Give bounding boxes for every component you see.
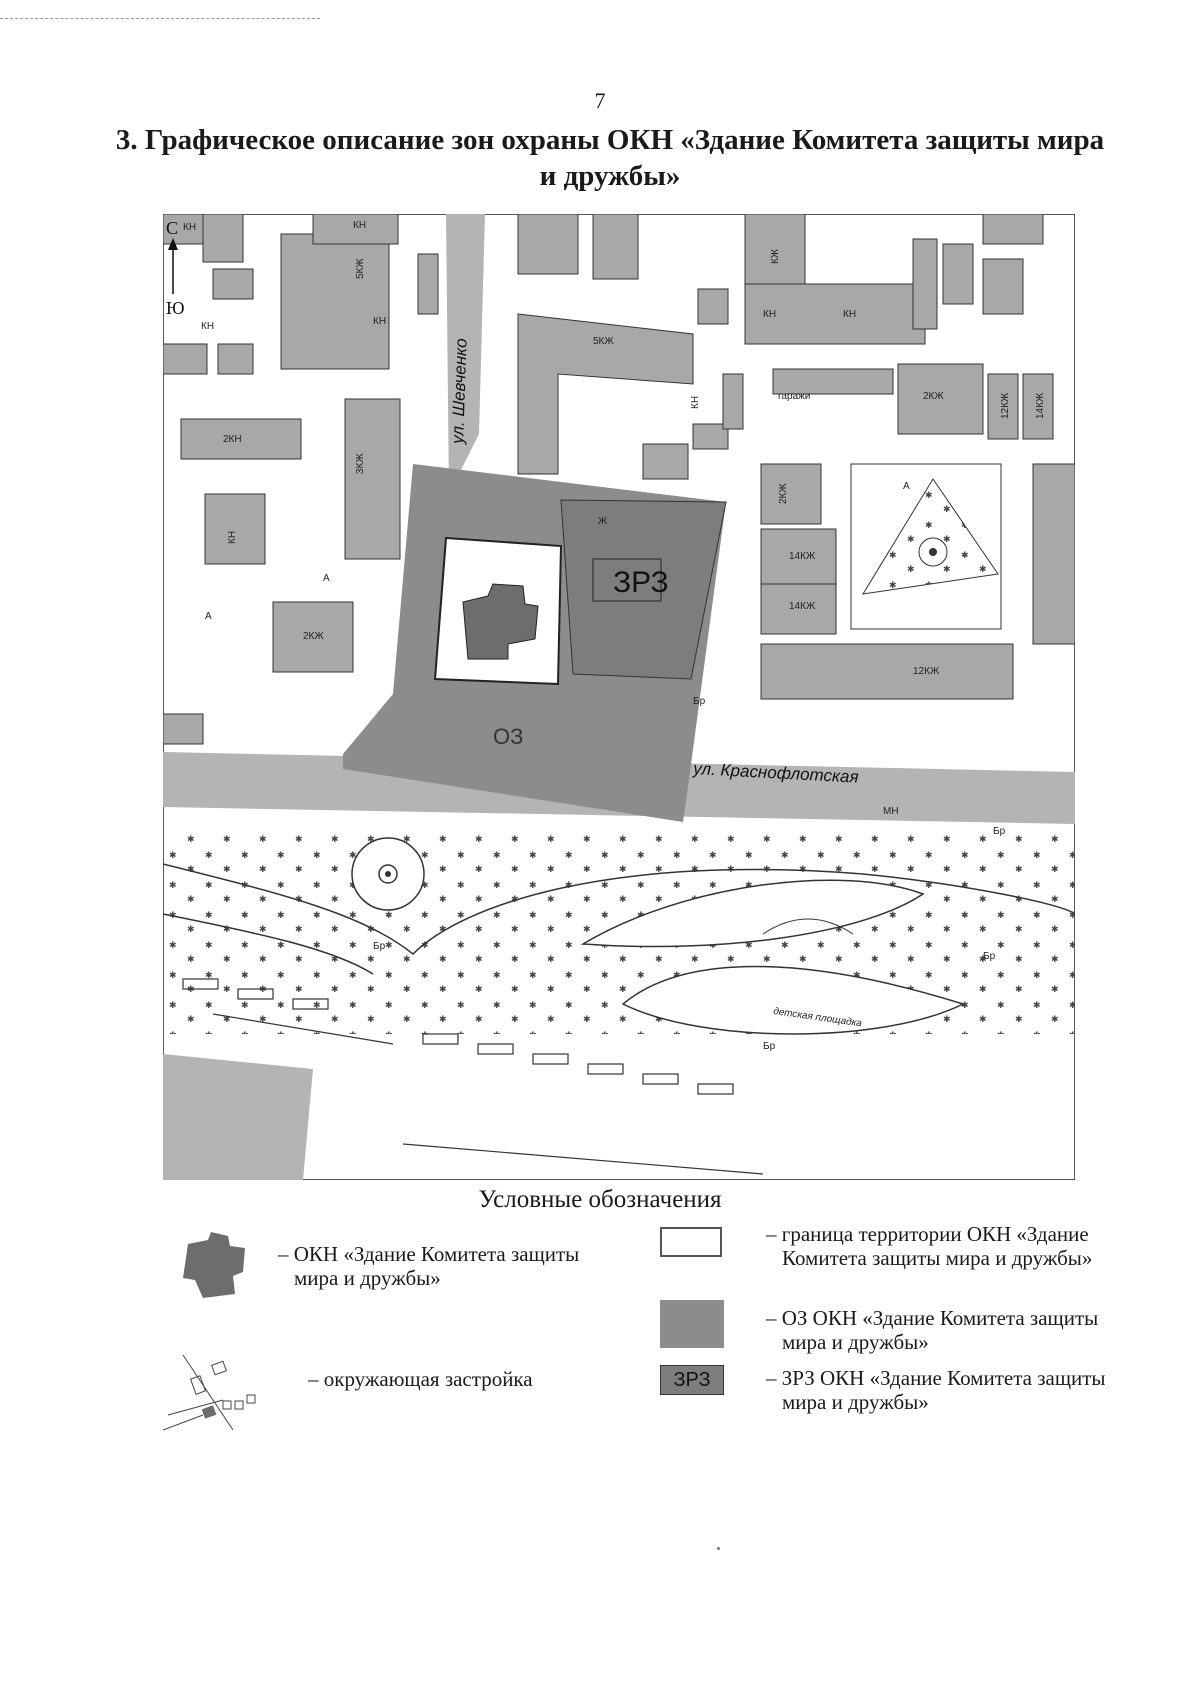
label-kn-ne-1: КН bbox=[763, 309, 776, 320]
label-kh-6: КН bbox=[227, 531, 238, 544]
zrz-label-box bbox=[592, 558, 662, 602]
label-2kzh-ne: 2КЖ bbox=[923, 391, 944, 402]
label-garages: гаражи bbox=[778, 391, 810, 402]
road-shevchenko bbox=[446, 214, 485, 494]
buildings-east bbox=[760, 463, 1075, 700]
label-14kzh-e-1: 14КЖ bbox=[789, 551, 816, 562]
legend-territory-line1: – граница территории ОКН «Здание bbox=[766, 1222, 1089, 1246]
label-br-4: Бр bbox=[763, 1041, 776, 1052]
label-br-1: Бр bbox=[373, 941, 386, 952]
square-park bbox=[850, 463, 1002, 630]
compass: С Ю bbox=[166, 218, 185, 318]
label-kh-3: КН bbox=[201, 321, 214, 332]
legend-item-oz: – ОЗ ОКН «Здание Комитета защиты мира и … bbox=[766, 1306, 1186, 1354]
label-kn-ne-2: КН bbox=[843, 309, 856, 320]
zrz-label: ЗРЗ bbox=[613, 566, 669, 599]
legend-title: Условные обозначения bbox=[478, 1186, 722, 1213]
legend-oz-line1: – ОЗ ОКН «Здание Комитета защиты bbox=[766, 1306, 1099, 1330]
label-5kzh-2: 5КЖ bbox=[355, 258, 366, 279]
label-kh-4: КН bbox=[373, 316, 386, 327]
street-label-shevchenko: ул. Шевченко bbox=[448, 338, 471, 445]
label-3kzh: 3КЖ bbox=[355, 453, 366, 474]
label-zh: Ж bbox=[598, 516, 608, 527]
label-kh-5: КН bbox=[690, 396, 701, 409]
label-14kzh-ne: 14КЖ bbox=[1035, 392, 1046, 419]
okn-monument-building bbox=[462, 583, 539, 660]
page-title: 3. Графическое описание зон охраны ОКН «… bbox=[110, 122, 1110, 194]
legend-zrz-line1: – ЗРЗ ОКН «Здание Комитета защиты bbox=[766, 1366, 1106, 1390]
label-kh-2: КН bbox=[353, 220, 366, 231]
label-br-3: Бр bbox=[983, 951, 996, 962]
legend-territory-line2: Комитета защиты мира и дружбы» bbox=[782, 1246, 1093, 1270]
building-southwest bbox=[163, 1054, 313, 1180]
regulation-zone-zrz bbox=[560, 499, 727, 680]
compass-north: С bbox=[166, 218, 178, 238]
label-14kzh-e-2: 14КЖ bbox=[789, 601, 816, 612]
legend-item-surroundings: – окружающая застройка bbox=[308, 1367, 628, 1391]
label-br-2: Бр bbox=[993, 826, 1006, 837]
legend-zrz-line2: мира и дружбы» bbox=[782, 1390, 929, 1414]
compass-south: Ю bbox=[166, 298, 185, 318]
zone-map: ✱ ✱ bbox=[163, 214, 1075, 1180]
legend-surroundings-line1: – окружающая застройка bbox=[308, 1367, 533, 1391]
label-kh-1: КН bbox=[183, 222, 196, 233]
page-number: 7 bbox=[594, 88, 606, 113]
label-a-1: А bbox=[903, 481, 910, 492]
label-br-5: Бр bbox=[693, 696, 706, 707]
buildings-northwest bbox=[163, 214, 439, 673]
legend-swatch-territory bbox=[660, 1227, 722, 1257]
buildings-northeast bbox=[697, 214, 1054, 440]
legend-swatch-surroundings bbox=[163, 1355, 256, 1431]
label-kzh-ne: КЖ bbox=[770, 248, 781, 264]
legend-monument-line2: мира и дружбы» bbox=[294, 1266, 441, 1290]
title-line-2: и дружбы» bbox=[539, 160, 681, 192]
scan-top-edge bbox=[0, 0, 320, 19]
boulevard-park bbox=[163, 834, 1075, 1035]
legend-oz-line2: мира и дружбы» bbox=[782, 1330, 929, 1354]
legend-swatch-monument bbox=[183, 1232, 245, 1298]
label-12kzh-e: 12КЖ bbox=[913, 666, 940, 677]
label-2kzh-e: 2КЖ bbox=[778, 483, 789, 504]
scan-speck bbox=[717, 1547, 720, 1550]
buildings-north bbox=[517, 214, 729, 480]
label-2kn: 2КН bbox=[223, 434, 242, 445]
parking-marks bbox=[182, 978, 764, 1175]
label-2kzh-west: 2КЖ bbox=[303, 631, 324, 642]
legend-swatch-zrz: ЗРЗ bbox=[660, 1365, 724, 1395]
label-a-2: А bbox=[205, 611, 212, 622]
legend-item-monument: – ОКН «Здание Комитета защиты мира и дру… bbox=[278, 1242, 638, 1290]
label-12kzh-ne: 12КЖ bbox=[1000, 392, 1011, 419]
buildings-west bbox=[163, 713, 204, 745]
oz-label: ОЗ bbox=[493, 724, 523, 749]
legend-monument-line1: – ОКН «Здание Комитета защиты bbox=[278, 1242, 580, 1266]
legend-item-territory: – граница территории ОКН «Здание Комитет… bbox=[766, 1222, 1186, 1270]
label-mn: МН bbox=[883, 806, 899, 817]
legend-item-zrz: – ЗРЗ ОКН «Здание Комитета защиты мира и… bbox=[766, 1366, 1186, 1414]
legend-swatch-oz bbox=[660, 1300, 724, 1348]
label-a-3: А bbox=[323, 573, 330, 584]
label-5kzh: 5КЖ bbox=[593, 336, 614, 347]
title-line-1: 3. Графическое описание зон охраны ОКН «… bbox=[115, 124, 1105, 156]
